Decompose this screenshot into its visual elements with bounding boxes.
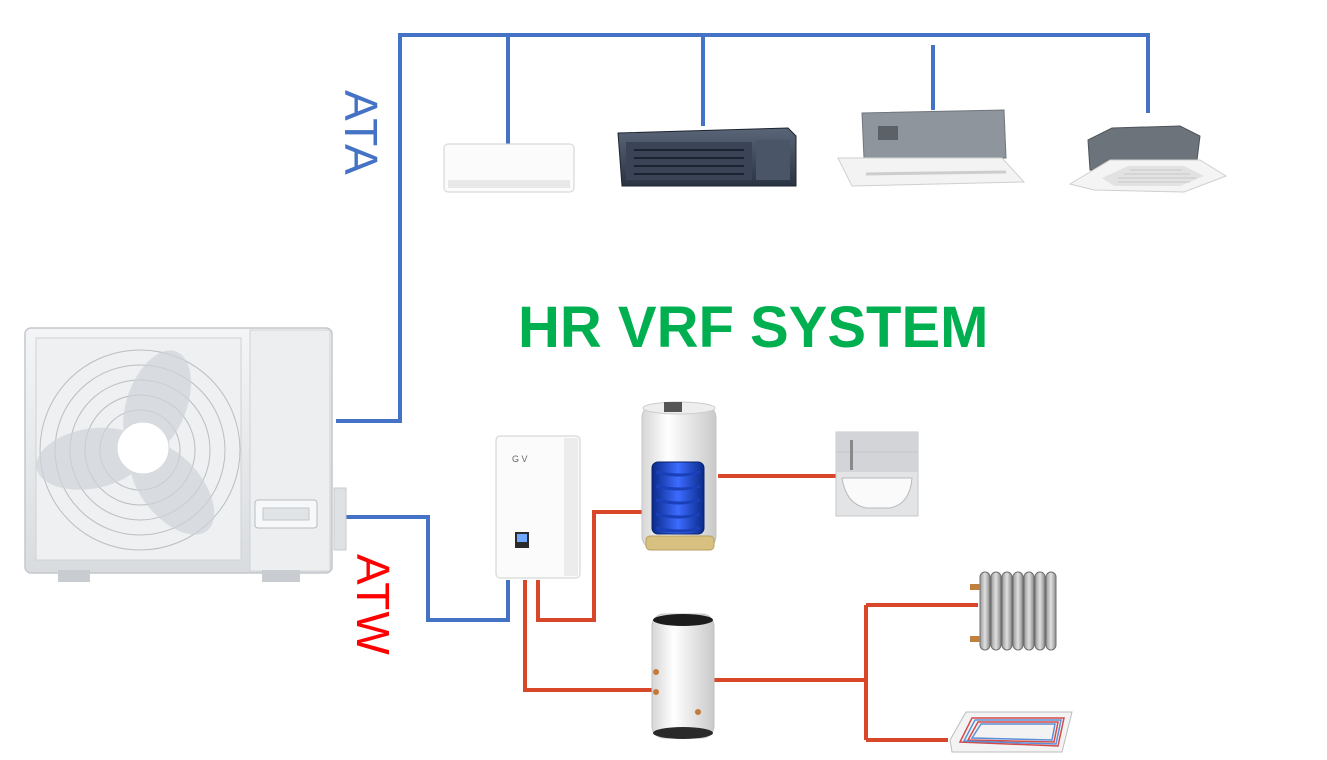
outdoor-foot-right — [262, 570, 300, 582]
bathtub-photo — [835, 431, 919, 517]
ata-branch-label: ATA — [335, 90, 387, 176]
pipe-hydro-to-dhw — [536, 510, 648, 622]
indoor-unit-one-way-cassette — [837, 109, 1026, 187]
indoor-unit-ducted — [617, 127, 797, 187]
outdoor-foot-left — [58, 570, 90, 582]
atw-refrigerant-pipe — [346, 515, 510, 622]
floor-heating — [949, 711, 1073, 753]
buffer-tank — [651, 613, 715, 739]
radiator — [970, 571, 1057, 651]
indoor-unit-four-way-cassette — [1068, 125, 1228, 193]
outdoor-unit — [24, 327, 347, 582]
outdoor-fan-hub — [116, 421, 170, 475]
pipe-hydro-to-buffer — [523, 580, 654, 692]
indoor-unit-wall-mounted — [443, 143, 575, 193]
hydro-box: G V — [495, 435, 581, 579]
dhw-tank — [641, 401, 717, 551]
refrigerant-pipes — [336, 33, 1150, 622]
diagram-title: HR VRF SYSTEM — [518, 295, 989, 360]
atw-branch-label: ATW — [347, 554, 399, 656]
ata-main-pipe — [336, 33, 1150, 423]
water-pipes — [523, 474, 978, 742]
svg-text:G V: G V — [512, 454, 528, 464]
